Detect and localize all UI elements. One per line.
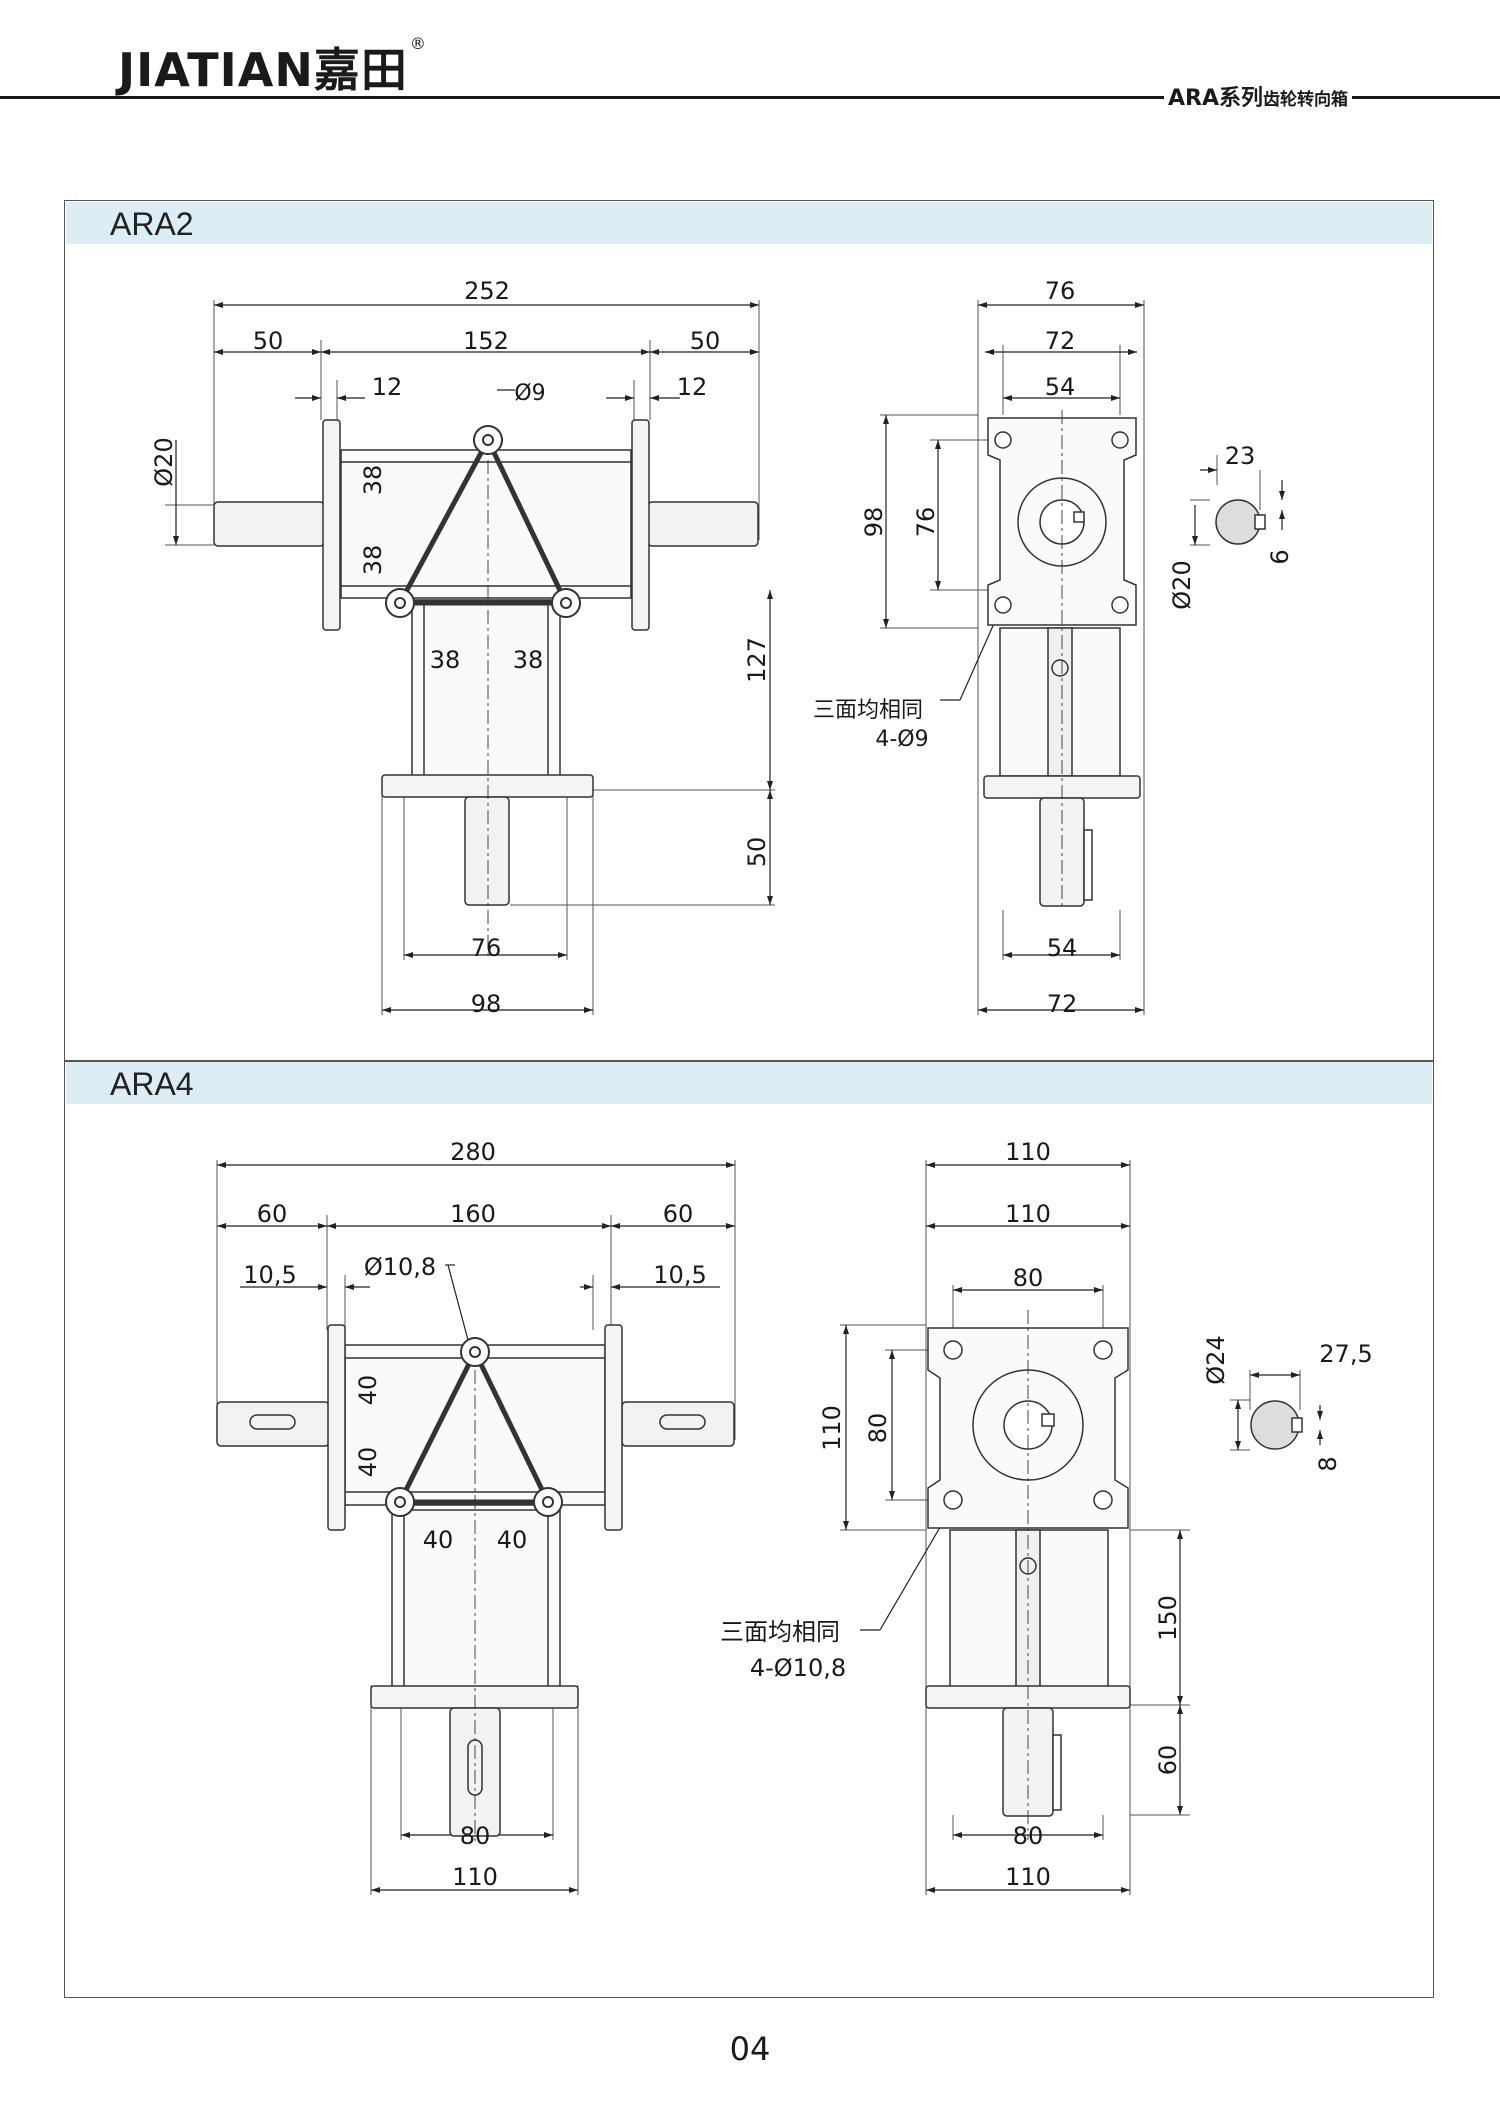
dim-ara4-hole: Ø10,8 xyxy=(364,1253,436,1281)
dim-ara2-side-base-outer: 72 xyxy=(1047,990,1078,1018)
dim-ara2-key-height: 23 xyxy=(1225,442,1256,470)
note-ara4-same-faces: 三面均相同 xyxy=(720,1618,840,1646)
dim-ara2-hole: Ø9 xyxy=(514,381,545,406)
ara4-front-labels: 280 60 160 60 10,5 10,5 Ø10,8 40 40 40 4… xyxy=(243,1138,706,1891)
page-number: 04 xyxy=(729,2030,771,2068)
dim-ara4-key-width: 8 xyxy=(1314,1456,1342,1471)
dim-ara4-key-shaft-dia: Ø24 xyxy=(1202,1335,1230,1384)
dim-ara2-lower-pitch: 38 xyxy=(359,545,387,576)
dim-ara4-side-base-outer: 110 xyxy=(1005,1863,1051,1891)
dim-ara2-body: 152 xyxy=(463,327,509,355)
dim-ara2-left-shaft: 50 xyxy=(253,327,284,355)
dim-ara2-key-width: 6 xyxy=(1266,549,1294,564)
dim-ara2-hpitch-right: 38 xyxy=(513,646,544,674)
section-divider xyxy=(64,1060,1434,1062)
note-ara2-holes: 4-Ø9 xyxy=(875,727,928,752)
series-bold: ARA系列 xyxy=(1168,86,1263,111)
drawing-frame xyxy=(64,200,1434,1998)
dim-ara4-flange-right: 10,5 xyxy=(653,1261,706,1289)
section-header-ara2: ARA2 xyxy=(66,202,1432,244)
ara4-front-view xyxy=(216,1160,736,1895)
brand-name: JIATIAN嘉田 xyxy=(118,43,408,97)
dim-ara4-side-height-inner: 80 xyxy=(864,1413,892,1444)
dim-ara4-side-base-inner: 80 xyxy=(1013,1822,1044,1850)
dim-ara4-lower-pitch: 40 xyxy=(354,1447,382,1478)
ara2-side-labels: 76 72 54 98 76 三面均相同 4-Ø9 54 72 Ø20 23 6 xyxy=(813,277,1294,1018)
dim-ara4-key-height: 27,5 xyxy=(1319,1340,1372,1368)
dim-ara2-side-height-outer: 98 xyxy=(860,507,888,538)
dim-ara2-key-shaft-dia: Ø20 xyxy=(1168,560,1196,609)
dim-ara2-shaft-dia: Ø20 xyxy=(150,437,178,486)
series-label: ARA系列齿轮转向箱 xyxy=(1164,80,1352,112)
dim-ara4-side-height-outer: 110 xyxy=(818,1405,846,1451)
dim-ara2-overall: 252 xyxy=(464,277,510,305)
dim-ara2-side-inner: 54 xyxy=(1045,373,1076,401)
dim-ara2-side-outer: 76 xyxy=(1045,277,1076,305)
dim-ara4-overall: 280 xyxy=(450,1138,496,1166)
note-ara2-same-faces: 三面均相同 xyxy=(813,698,923,723)
dim-ara2-flange-left: 12 xyxy=(372,373,403,401)
dim-ara4-side-outer: 110 xyxy=(1005,1138,1051,1166)
ara4-side-view xyxy=(840,1160,1323,1895)
dim-ara4-hpitch-right: 40 xyxy=(497,1526,528,1554)
dim-ara2-flange-right: 12 xyxy=(677,373,708,401)
dim-ara4-hpitch-left: 40 xyxy=(423,1526,454,1554)
dim-ara2-side-height-inner: 76 xyxy=(912,507,940,538)
dim-ara4-right-shaft: 60 xyxy=(663,1200,694,1228)
ara2-front-view xyxy=(165,300,775,1015)
dim-ara2-right-shaft: 50 xyxy=(690,327,721,355)
registered-mark: ® xyxy=(409,34,427,53)
dim-ara2-base-inner: 76 xyxy=(471,934,502,962)
ara4-side-labels: 110 110 80 110 80 150 60 三面均相同 4-Ø10,8 8… xyxy=(720,1138,1373,1891)
dim-ara4-base-inner: 80 xyxy=(460,1822,491,1850)
dim-ara2-hpitch-left: 38 xyxy=(430,646,461,674)
section-title-ara2: ARA2 xyxy=(110,206,194,242)
dim-ara4-side-mid: 110 xyxy=(1005,1200,1051,1228)
dim-ara2-height: 127 xyxy=(743,637,771,683)
dim-ara4-left-shaft: 60 xyxy=(257,1200,288,1228)
dim-ara4-flange-left: 10,5 xyxy=(243,1261,296,1289)
series-subtitle: 齿轮转向箱 xyxy=(1263,90,1348,110)
note-ara4-holes: 4-Ø10,8 xyxy=(750,1654,846,1682)
dim-ara4-side-height: 150 xyxy=(1154,1595,1182,1641)
dim-ara4-base-outer: 110 xyxy=(452,1863,498,1891)
dim-ara4-upper-pitch: 40 xyxy=(354,1375,382,1406)
dim-ara4-side-inner: 80 xyxy=(1013,1264,1044,1292)
dim-ara4-side-shaft-len: 60 xyxy=(1154,1745,1182,1776)
brand-logo: JIATIAN嘉田® xyxy=(118,34,427,100)
ara2-side-view xyxy=(880,300,1285,1015)
dim-ara2-base-outer: 98 xyxy=(471,990,502,1018)
dim-ara4-body: 160 xyxy=(450,1200,496,1228)
dim-ara2-shaft-len: 50 xyxy=(743,837,771,868)
dim-ara2-upper-pitch: 38 xyxy=(359,465,387,496)
header-rule xyxy=(0,96,1500,99)
dim-ara2-side-base-inner: 54 xyxy=(1047,934,1078,962)
ara2-front-labels: 252 50 152 50 12 12 Ø9 Ø20 38 38 38 38 1… xyxy=(150,277,771,1018)
dim-ara2-side-mid: 72 xyxy=(1045,327,1076,355)
section-title-ara4: ARA4 xyxy=(110,1066,194,1102)
section-header-ara4: ARA4 xyxy=(66,1062,1432,1104)
